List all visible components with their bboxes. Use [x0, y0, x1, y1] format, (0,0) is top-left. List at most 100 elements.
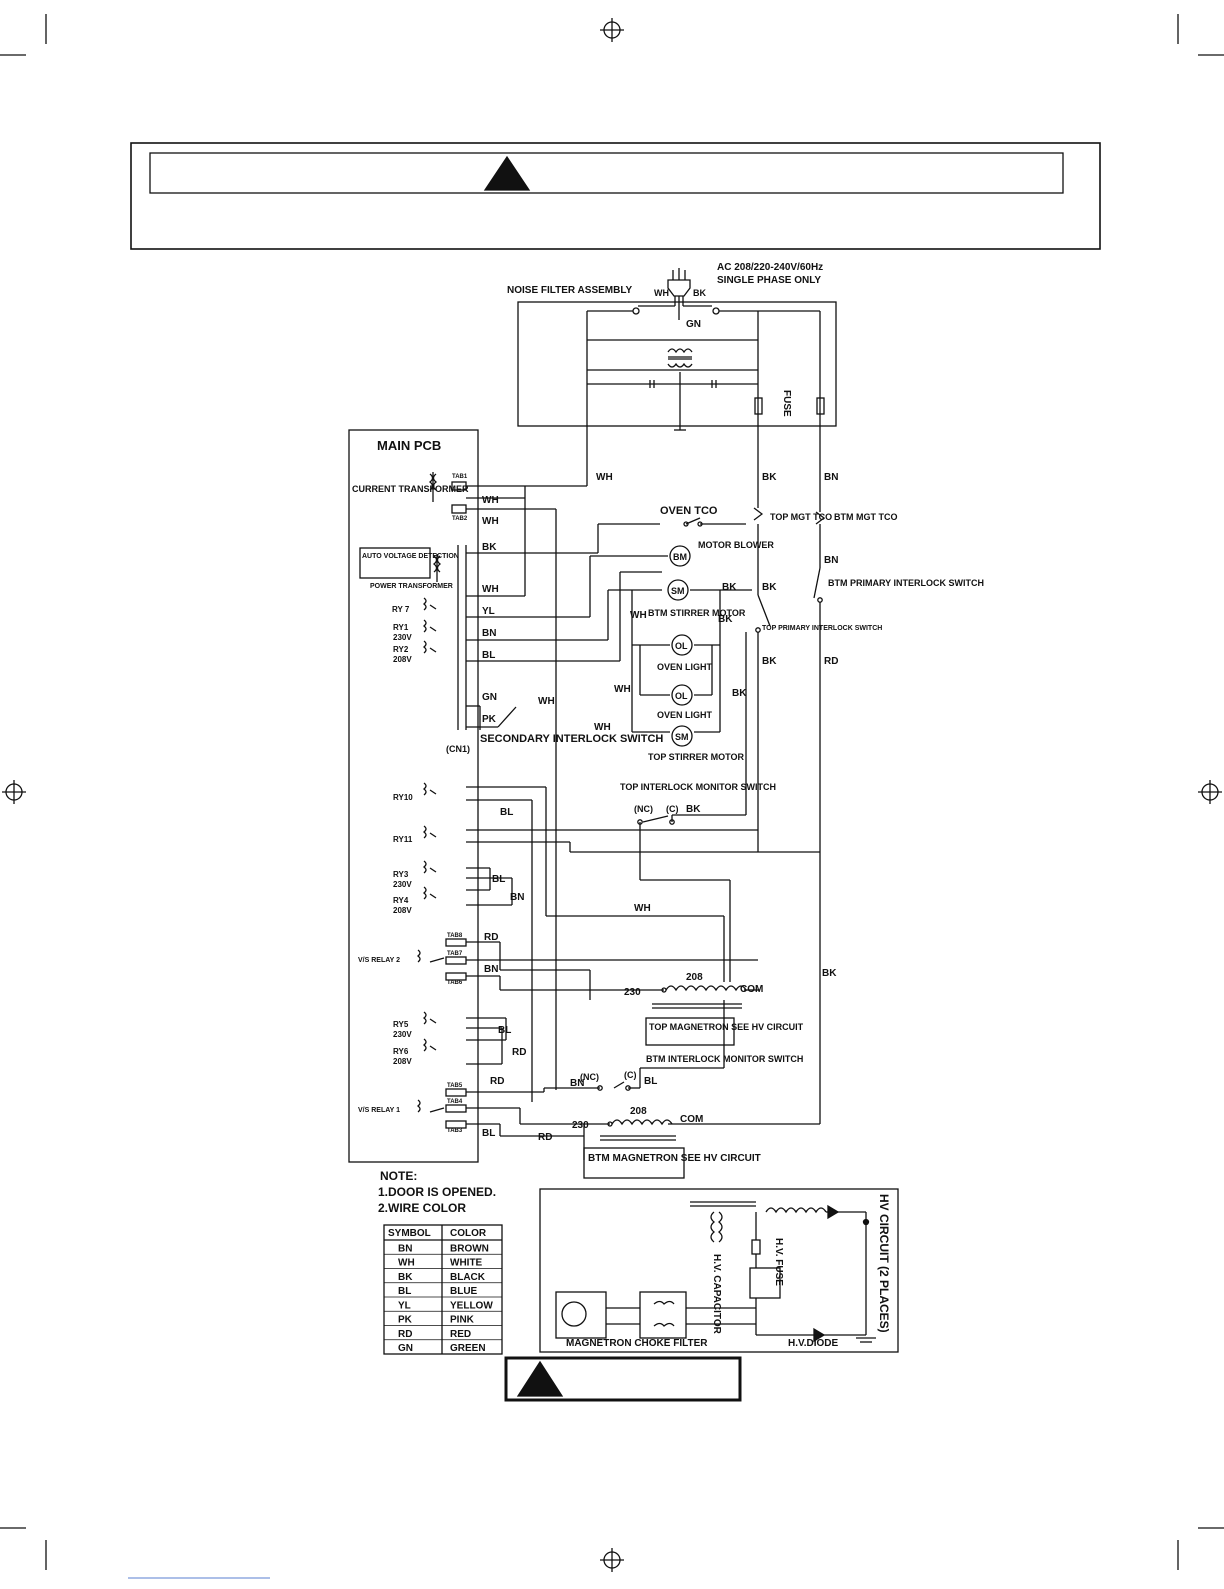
- oven-light-label-2: OVEN LIGHT: [657, 710, 713, 720]
- current-transformer-icon: [428, 472, 438, 502]
- ry1-voltage: 230V: [393, 633, 412, 642]
- ry11-label: RY11: [393, 835, 413, 844]
- color-table-symbol-cell: BL: [398, 1286, 411, 1297]
- hv-fuse-label: H.V. FUSE: [773, 1238, 784, 1286]
- wire-label-bk-7: BK: [732, 688, 747, 699]
- wire-label-wh-6: WH: [614, 684, 631, 695]
- color-table-color-cell: WHITE: [450, 1258, 483, 1269]
- hv-circuit-title: HV CIRCUIT (2 PLACES): [877, 1194, 891, 1333]
- terminal-tab4: [445, 1104, 467, 1113]
- oven-tco-label: OVEN TCO: [660, 505, 718, 517]
- wire-label-bk-3: BK: [722, 582, 737, 593]
- top-mgt-tco-label: TOP MGT TCO: [770, 512, 832, 522]
- wire-label-wh-5: WH: [630, 610, 647, 621]
- hv-capacitor-icon: [749, 1267, 781, 1299]
- wire-label-bl-4: BL: [498, 1025, 511, 1036]
- btm-tap-208: 208: [630, 1106, 647, 1117]
- wire-label-wh-1: WH: [596, 472, 613, 483]
- top-stirrer-motor-icon: SM: [671, 725, 693, 747]
- terminal-tab5: [445, 1088, 467, 1097]
- wire-label-wh-3: WH: [482, 516, 499, 527]
- color-table-header-symbol: SYMBOL: [388, 1228, 431, 1239]
- wire-label-yl: YL: [482, 606, 495, 617]
- wire-label-bn-1: BN: [824, 472, 838, 483]
- color-table-color-cell: BROWN: [450, 1243, 489, 1254]
- tab8-label: TAB8: [447, 933, 463, 939]
- wire-label-bn-2: BN: [482, 628, 496, 639]
- wire-label-gn-2: GN: [482, 692, 497, 703]
- oven-light-icon: OL: [671, 634, 693, 656]
- noise-filter-label: NOISE FILTER ASSEMBLY: [507, 285, 633, 296]
- wire-label-bl-3: BL: [492, 874, 505, 885]
- magnetron-icon: [555, 1291, 607, 1339]
- ry7-label: RY 7: [392, 605, 410, 614]
- color-table-color-cell: GREEN: [450, 1343, 486, 1354]
- wire-label-bn-4: BN: [510, 892, 524, 903]
- wire-label-wh: WH: [654, 288, 669, 298]
- choke-filter-icon: [639, 1291, 687, 1339]
- noise-filter-assembly: NOISE FILTER ASSEMBLY WH BK GN FUSE: [507, 285, 837, 431]
- registration-mark-icon: [2, 18, 1222, 1572]
- btm-tap-230: 230: [572, 1120, 589, 1131]
- wire-label-rd-3: RD: [512, 1047, 526, 1058]
- secondary-interlock-label: SECONDARY INTERLOCK SWITCH: [480, 733, 663, 745]
- wire-label-bk-2: BK: [482, 542, 497, 553]
- ry6-label: RY6: [393, 1047, 409, 1056]
- ry5-label: RY5: [393, 1020, 409, 1029]
- terminal-tab3: [445, 1120, 467, 1129]
- btm-magnetron-label: BTM MAGNETRON SEE HV CIRCUIT: [588, 1153, 761, 1164]
- crop-marks: [0, 14, 1224, 1570]
- terminal-tab8: [445, 938, 467, 947]
- wire-label-rd-4: RD: [490, 1076, 504, 1087]
- top-tap-com: COM: [740, 984, 763, 995]
- terminal-tab2: [451, 504, 467, 514]
- color-table-color-cell: RED: [450, 1329, 471, 1340]
- switch-symbols: [597, 507, 826, 1091]
- wire-label-bl-6: BL: [482, 1128, 495, 1139]
- ry3-voltage: 230V: [393, 880, 412, 889]
- power-transformer-label: POWER TRANSFORMER: [370, 583, 453, 590]
- ol-symbol-1: OL: [675, 641, 688, 651]
- color-table-symbol-cell: BK: [398, 1272, 413, 1283]
- c-label-top: (C): [666, 804, 679, 814]
- note-line-1: 1.DOOR IS OPENED.: [378, 1185, 496, 1199]
- hv-fuse-icon: [751, 1239, 761, 1255]
- power-transformer-icon: [432, 554, 442, 582]
- hv-diode-label: H.V.DIODE: [788, 1338, 839, 1349]
- btm-interlock-monitor-label: BTM INTERLOCK MONITOR SWITCH: [646, 1054, 803, 1064]
- color-table-symbol-cell: PK: [398, 1315, 413, 1326]
- nc-label-btm: (NC): [580, 1072, 599, 1082]
- choke-filter-label: MAGNETRON CHOKE FILTER: [566, 1338, 708, 1349]
- color-table-symbol-cell: BN: [398, 1243, 412, 1254]
- warning-triangle-icon: [483, 155, 531, 191]
- top-stirrer-label: TOP STIRRER MOTOR: [648, 752, 745, 762]
- btm-stirrer-motor-icon: SM: [667, 579, 689, 601]
- ry1-label: RY1: [393, 623, 409, 632]
- relay-contact-icon: [416, 597, 445, 1113]
- wire-label-rd-5: RD: [538, 1132, 552, 1143]
- oven-light-label-1: OVEN LIGHT: [657, 662, 713, 672]
- supply-label-2: SINGLE PHASE ONLY: [717, 275, 821, 286]
- ry6-voltage: 208V: [393, 1057, 412, 1066]
- wire-label-bn-5: BN: [484, 964, 498, 975]
- vs-relay1-label: V/S RELAY 1: [358, 1107, 400, 1114]
- wire-label-bn-3: BN: [824, 555, 838, 566]
- wire-label-bk-8: BK: [686, 804, 701, 815]
- wire-label-bl-5: BL: [644, 1076, 657, 1087]
- power-plug-icon: [667, 268, 691, 320]
- wire-label-gn: GN: [686, 319, 701, 330]
- tab7-label: TAB7: [447, 951, 463, 957]
- top-tap-230: 230: [624, 987, 641, 998]
- note-line-2: 2.WIRE COLOR: [378, 1201, 466, 1215]
- ry10-label: RY10: [393, 793, 413, 802]
- wire-label-wh-7: WH: [538, 696, 555, 707]
- tab3-label: TAB3: [447, 1128, 463, 1134]
- wire-label-rd-1: RD: [824, 656, 838, 667]
- wire-label-pk: PK: [482, 714, 497, 725]
- btm-magnetron-transformer-icon: [583, 1119, 685, 1179]
- motor-blower-label: MOTOR BLOWER: [698, 540, 774, 550]
- btm-stirrer-label: BTM STIRRER MOTOR: [648, 608, 746, 618]
- connector-label: (CN1): [446, 744, 470, 754]
- ry2-voltage: 208V: [393, 655, 412, 664]
